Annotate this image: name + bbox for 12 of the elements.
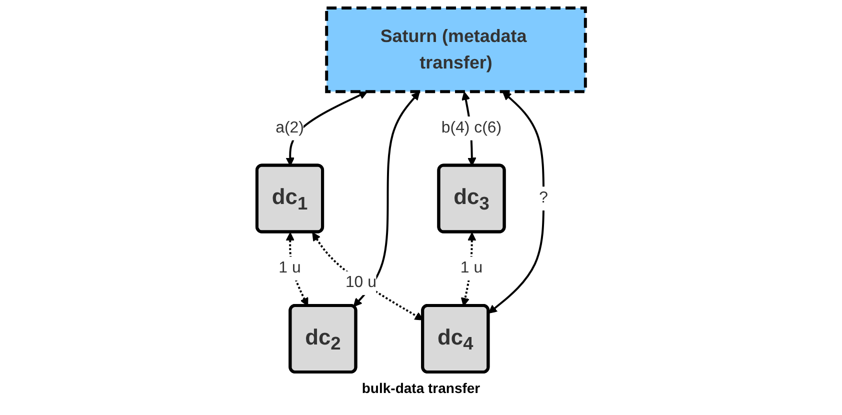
arrow: [286, 232, 308, 306]
edge-label: a(2): [275, 119, 304, 136]
arrow: [460, 232, 476, 306]
edge-label: 1 u: [460, 260, 482, 277]
edge-label: ?: [538, 190, 548, 206]
caption-text: bulk-data transfer: [360, 380, 482, 396]
arrow: [353, 91, 420, 307]
edge-label: 1 u: [278, 260, 301, 277]
edge-label: 10 u: [345, 274, 376, 292]
node-box: Saturn (metadata transfer): [324, 6, 587, 94]
arrow: [488, 91, 544, 314]
edge-label: b(4) c(6): [441, 119, 502, 136]
